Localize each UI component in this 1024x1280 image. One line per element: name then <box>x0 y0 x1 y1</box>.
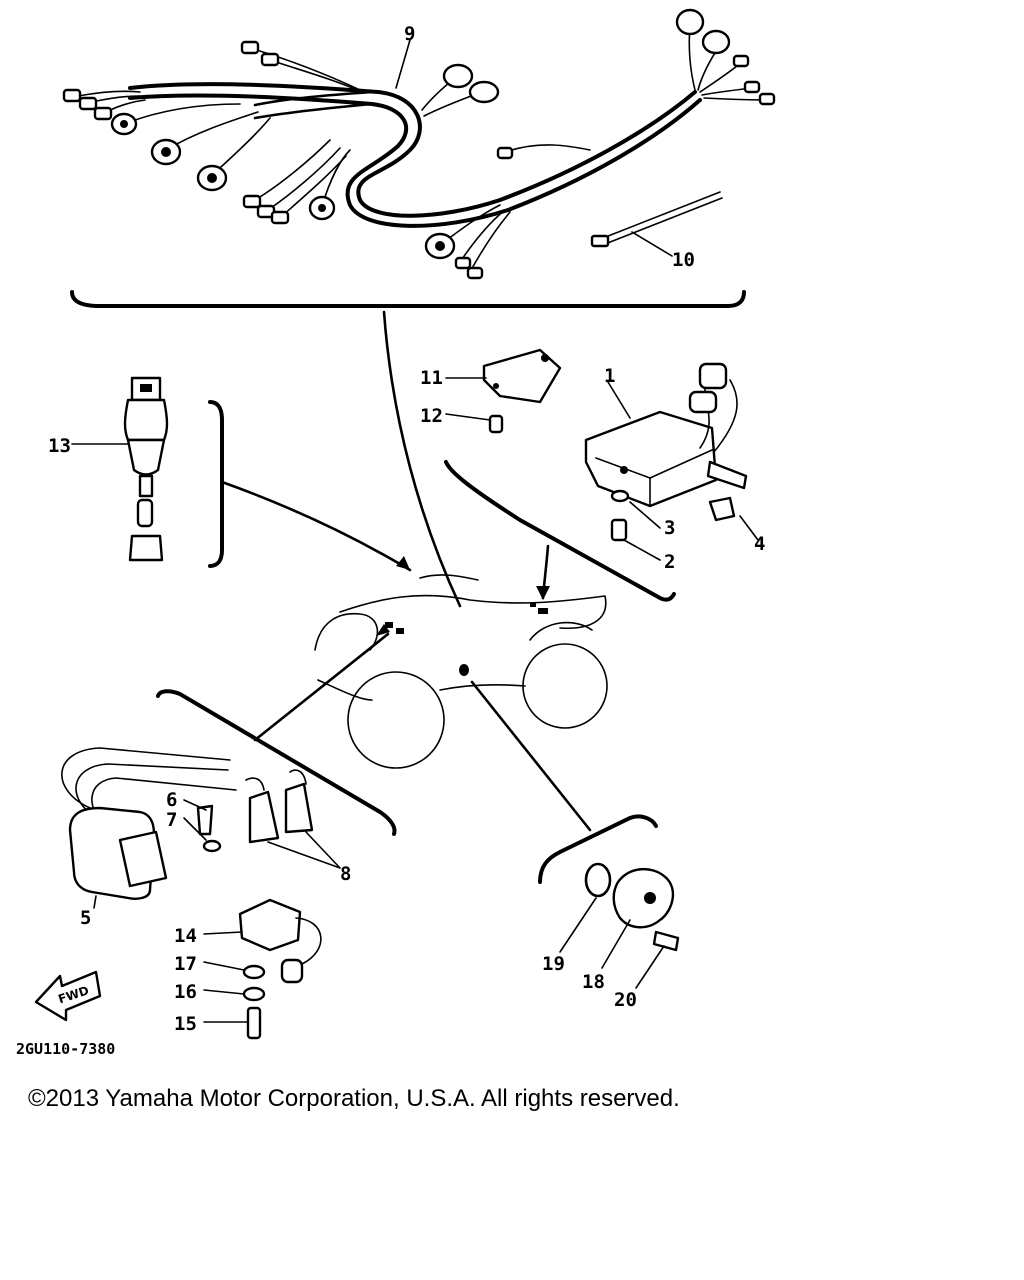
part-number-10: 10 <box>672 249 695 271</box>
fwd-arrow-icon: FWD <box>34 970 102 1022</box>
wire-harness <box>62 8 776 280</box>
callout-leaders <box>71 39 759 1023</box>
part-number-19: 19 <box>542 953 565 975</box>
switch-bracket <box>208 400 224 568</box>
coil-bracket <box>156 689 397 836</box>
cdi-bracket <box>444 460 676 602</box>
part-number-18: 18 <box>582 971 605 993</box>
part-number-7: 7 <box>166 809 177 831</box>
part-number-8: 8 <box>340 863 351 885</box>
part-number-5: 5 <box>80 907 91 929</box>
part-number-20: 20 <box>614 989 637 1011</box>
pickup-coil <box>584 862 680 952</box>
part-number-4: 4 <box>754 533 765 555</box>
part-number-3: 3 <box>664 517 675 539</box>
part-number-6: 6 <box>166 789 177 811</box>
part-number-16: 16 <box>174 981 197 1003</box>
relay-11 <box>482 348 562 434</box>
copyright-notice: ©2013 Yamaha Motor Corporation, U.S.A. A… <box>28 1085 680 1112</box>
drawing-code: 2GU110-7380 <box>16 1040 115 1058</box>
part-number-labels: 1 2 3 4 5 6 7 8 9 10 11 12 13 14 15 16 1… <box>48 23 765 1035</box>
part-number-17: 17 <box>174 953 197 975</box>
parts-diagram: FWD 1 2 3 4 5 6 7 8 9 10 11 12 <box>16 8 776 1058</box>
part-number-13: 13 <box>48 435 71 457</box>
part-number-1: 1 <box>604 365 615 387</box>
harness-bracket <box>70 290 746 308</box>
main-switch <box>123 376 169 562</box>
sensor-bracket <box>538 814 658 884</box>
cdi-unit-1 <box>584 362 748 542</box>
ignition-coil <box>61 747 314 900</box>
part-number-2: 2 <box>664 551 675 573</box>
part-number-12: 12 <box>420 405 443 427</box>
ignition-module <box>238 898 322 1040</box>
part-number-9: 9 <box>404 23 415 45</box>
leader-lines <box>220 310 592 832</box>
part-number-11: 11 <box>420 367 443 389</box>
part-number-15: 15 <box>174 1013 197 1035</box>
atv-outline <box>314 574 608 769</box>
part-number-14: 14 <box>174 925 197 947</box>
